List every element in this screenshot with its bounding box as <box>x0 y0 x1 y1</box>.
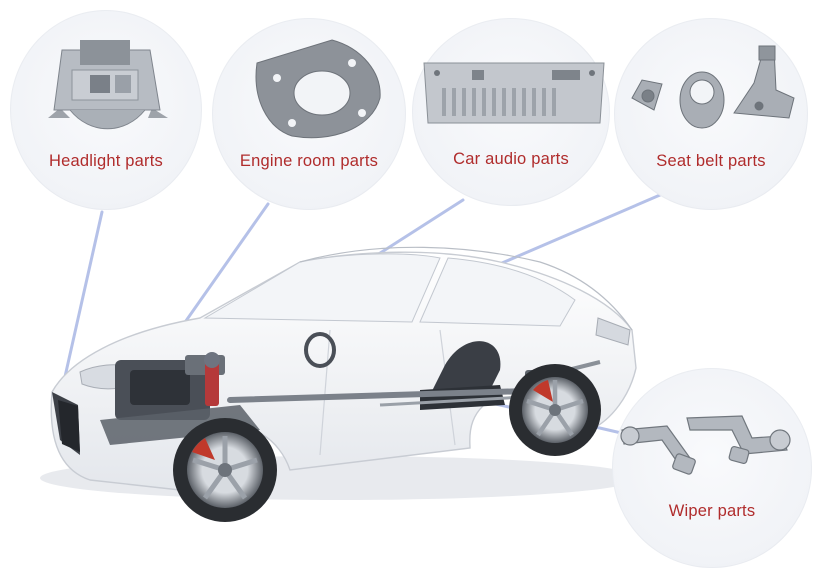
callout-audio: Car audio parts <box>412 18 610 206</box>
audio-chassis-icon <box>423 62 605 124</box>
callout-label: Seat belt parts <box>656 152 766 170</box>
engine-plate-icon <box>255 39 381 139</box>
callout-label: Wiper parts <box>668 502 756 520</box>
rear-wheel <box>509 364 601 456</box>
seatbelt-components-icon <box>631 45 795 129</box>
wiper-arm-icon <box>620 415 791 475</box>
callout-headlight: Headlight parts <box>10 10 202 210</box>
engine-bay <box>100 352 260 445</box>
headlight-housing-icon <box>48 40 168 130</box>
callout-wiper: Wiper parts <box>612 368 812 568</box>
callout-label: Engine room parts <box>239 152 379 170</box>
car-body <box>40 246 640 522</box>
front-wheel <box>173 418 277 522</box>
callout-seatbelt: Seat belt parts <box>614 18 808 210</box>
callout-label: Headlight parts <box>49 152 163 170</box>
leader-line-headlight <box>60 210 104 392</box>
callout-label: Car audio parts <box>453 150 569 168</box>
callout-engine: Engine room parts <box>212 18 406 210</box>
